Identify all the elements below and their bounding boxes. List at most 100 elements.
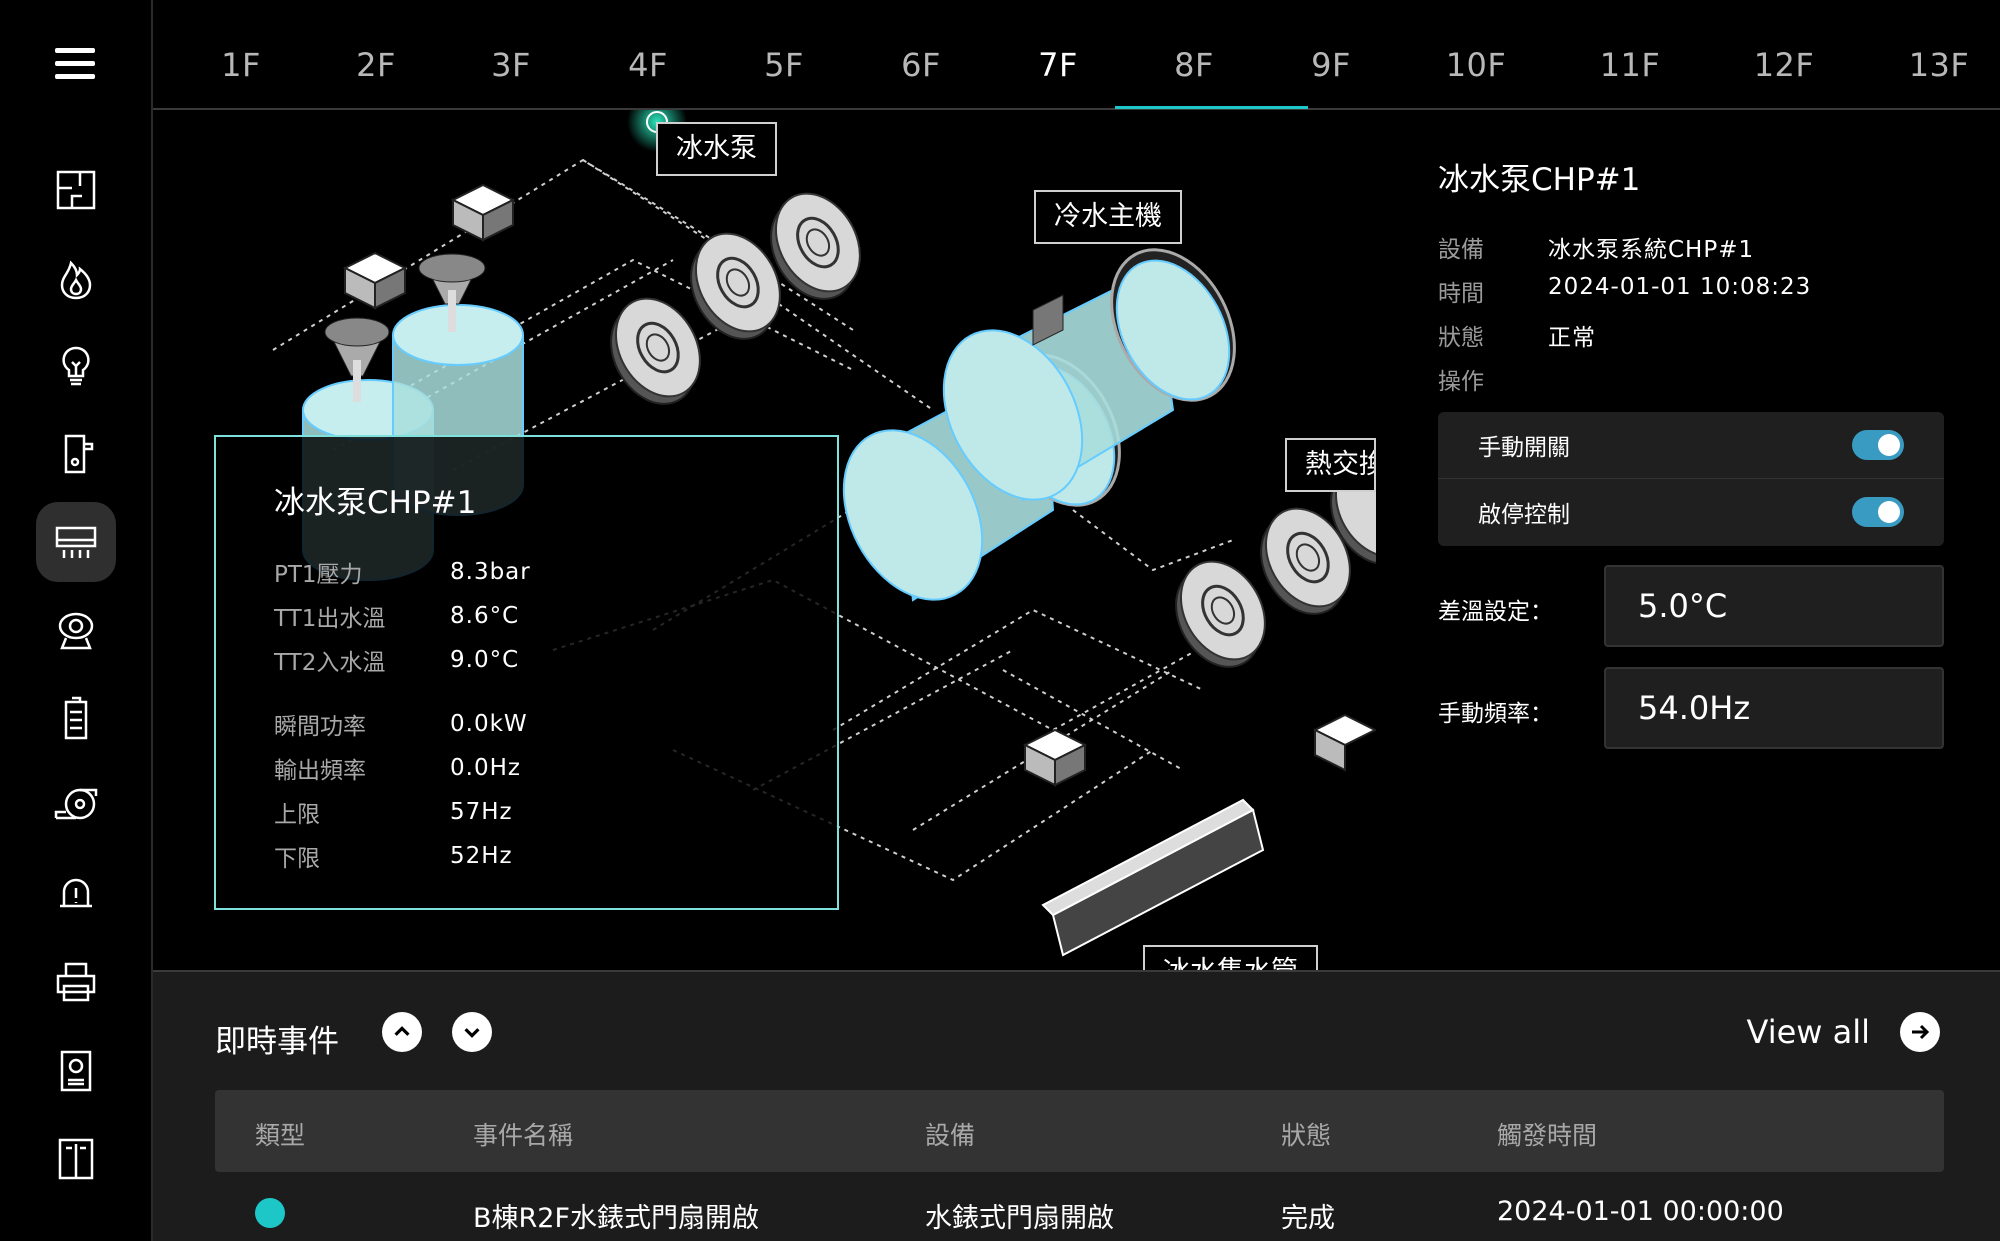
event-type-dot — [255, 1198, 285, 1228]
active-tab-indicator — [1115, 106, 1308, 109]
arrow-right-icon — [1900, 1012, 1940, 1052]
alarm-bell-icon[interactable] — [36, 854, 116, 934]
tab-3f[interactable]: 3F — [491, 46, 531, 84]
air-conditioner-icon[interactable] — [36, 502, 116, 582]
status-value: 正常 — [1548, 325, 1596, 351]
device-value: 冰水泵系統CHP#1 — [1548, 237, 1755, 263]
pressure-value: 8.3bar — [450, 559, 531, 585]
start-stop-row: 啟停控制 — [1438, 478, 1944, 544]
printer-icon[interactable] — [36, 942, 116, 1022]
status-label: 狀態 — [1438, 325, 1484, 351]
col-device[interactable]: 設備 — [925, 1121, 976, 1150]
start-stop-toggle[interactable] — [1852, 496, 1904, 527]
popup-title: 冰水泵CHP#1 — [274, 485, 477, 521]
status-row: 狀態 正常 — [1438, 318, 1596, 352]
manual-switch-label: 手動開關 — [1478, 435, 1570, 461]
panel-title: 冰水泵CHP#1 — [1438, 162, 1641, 198]
popup-row-upper-limit: 上限 57Hz — [274, 790, 779, 834]
valve-box-3 — [1022, 728, 1088, 787]
events-title: 即時事件 — [215, 1024, 339, 1060]
event-time-cell: 2024-01-01 00:00:00 — [1497, 1196, 1784, 1227]
popup-row-inlet-temp: TT2入水溫 9.0°C — [274, 638, 779, 682]
popup-row-outlet-temp: TT1出水溫 8.6°C — [274, 594, 779, 638]
chevron-down-icon[interactable] — [452, 1012, 492, 1052]
time-value: 2024-01-01 10:08:23 — [1548, 274, 1812, 300]
collection-header-pipe — [1041, 798, 1265, 957]
fan-blower-icon[interactable] — [36, 766, 116, 846]
time-row: 時間 2024-01-01 10:08:23 — [1438, 274, 1811, 308]
chiller-unit-2 — [942, 248, 1236, 502]
tab-10f[interactable]: 10F — [1445, 46, 1507, 84]
table-row[interactable]: B棟R2F水錶式門扇開啟 水錶式門扇開啟 完成 2024-01-01 00:00… — [215, 1172, 1944, 1241]
device-row: 設備 冰水泵系統CHP#1 — [1438, 230, 1754, 264]
tab-12f[interactable]: 12F — [1753, 46, 1815, 84]
outlet-temp-value: 8.6°C — [450, 603, 520, 629]
valve-box-2 — [342, 251, 408, 310]
manual-freq-label: 手動頻率： — [1438, 701, 1553, 727]
temp-diff-label: 差溫設定： — [1438, 599, 1553, 625]
cctv-camera-icon[interactable] — [36, 590, 116, 670]
col-event-name[interactable]: 事件名稱 — [473, 1121, 574, 1150]
device-label: 設備 — [1438, 237, 1484, 263]
pump-callout[interactable]: 冰水泵 — [656, 122, 777, 176]
intercom-icon[interactable] — [36, 1030, 116, 1110]
device-detail-panel: 冰水泵CHP#1 設備 冰水泵系統CHP#1 時間 2024-01-01 10:08… — [1376, 110, 2000, 970]
header-callout[interactable]: 冰水集水管 — [1143, 945, 1318, 970]
power-label: 瞬間功率 — [274, 714, 366, 740]
event-device-cell: 水錶式門扇開啟 — [925, 1203, 1114, 1234]
manual-freq-input[interactable]: 54.0Hz — [1604, 667, 1944, 749]
tab-7f[interactable]: 7F — [1038, 46, 1078, 84]
col-status[interactable]: 狀態 — [1281, 1121, 1332, 1150]
tab-9f[interactable]: 9F — [1311, 46, 1351, 84]
start-stop-label: 啟停控制 — [1478, 501, 1570, 528]
tab-1f[interactable]: 1F — [221, 46, 261, 84]
inlet-temp-value: 9.0°C — [450, 647, 520, 673]
heat-exchanger-callout[interactable]: 熱交換 — [1285, 438, 1376, 492]
fire-icon[interactable] — [36, 238, 116, 318]
control-box: 手動開關 啟停控制 — [1438, 412, 1944, 546]
floor-plan-icon[interactable] — [36, 150, 116, 230]
tab-13f[interactable]: 13F — [1908, 46, 1970, 84]
tab-4f[interactable]: 4F — [628, 46, 668, 84]
valve-box-4 — [1312, 713, 1376, 772]
battery-icon[interactable] — [36, 678, 116, 758]
power-value: 0.0kW — [450, 711, 528, 737]
events-table-header: 類型 事件名稱 設備 狀態 觸發時間 — [215, 1090, 1944, 1172]
equipment-info-popup: 冰水泵CHP#1 PT1壓力 8.3bar TT1出水溫 8.6°C TT2入水溫 9… — [214, 435, 839, 910]
tab-6f[interactable]: 6F — [901, 46, 941, 84]
col-type[interactable]: 類型 — [255, 1121, 306, 1150]
event-status-cell: 完成 — [1281, 1203, 1335, 1234]
upper-limit-value: 57Hz — [450, 799, 513, 825]
frequency-value: 0.0Hz — [450, 755, 521, 781]
col-trigger-time[interactable]: 觸發時間 — [1497, 1121, 1598, 1150]
tab-2f[interactable]: 2F — [356, 46, 396, 84]
floor-tabs: 1F 2F 3F 4F 5F 6F 7F 8F 9F 10F 11F 12F 1… — [153, 0, 2000, 110]
manual-switch-toggle[interactable] — [1852, 430, 1904, 460]
tab-11f[interactable]: 11F — [1599, 46, 1661, 84]
pressure-label: PT1壓力 — [274, 562, 363, 588]
temp-diff-input[interactable]: 5.0°C — [1604, 565, 1944, 647]
tab-5f[interactable]: 5F — [764, 46, 804, 84]
popup-row-pressure: PT1壓力 8.3bar — [274, 550, 779, 594]
chiller-callout[interactable]: 冷水主機 — [1034, 190, 1182, 244]
inlet-temp-label: TT2入水溫 — [274, 650, 386, 676]
time-label: 時間 — [1438, 281, 1484, 307]
lower-limit-value: 52Hz — [450, 843, 513, 869]
view-all-label: View all — [1746, 1013, 1871, 1051]
hamburger-menu-icon[interactable] — [55, 48, 95, 82]
tab-8f[interactable]: 8F — [1174, 46, 1214, 84]
door-lock-icon[interactable] — [36, 414, 116, 494]
elevator-icon[interactable] — [36, 1118, 116, 1198]
event-name-cell: B棟R2F水錶式門扇開啟 — [473, 1203, 759, 1234]
frequency-label: 輸出頻率 — [274, 758, 366, 784]
outlet-temp-label: TT1出水溫 — [274, 606, 386, 632]
manual-switch-row: 手動開關 — [1438, 412, 1944, 478]
valve-box-1 — [450, 183, 516, 242]
lightbulb-icon[interactable] — [36, 326, 116, 406]
popup-row-power: 瞬間功率 0.0kW — [274, 702, 779, 746]
realtime-events-section: 即時事件 View all 類型 事件名稱 設備 狀態 觸發時間 B棟R2F水錶… — [153, 970, 2000, 1241]
view-all-button[interactable]: View all — [1746, 1012, 1940, 1052]
upper-limit-label: 上限 — [274, 802, 320, 828]
popup-row-frequency: 輸出頻率 0.0Hz — [274, 746, 779, 790]
chevron-up-icon[interactable] — [382, 1012, 422, 1052]
